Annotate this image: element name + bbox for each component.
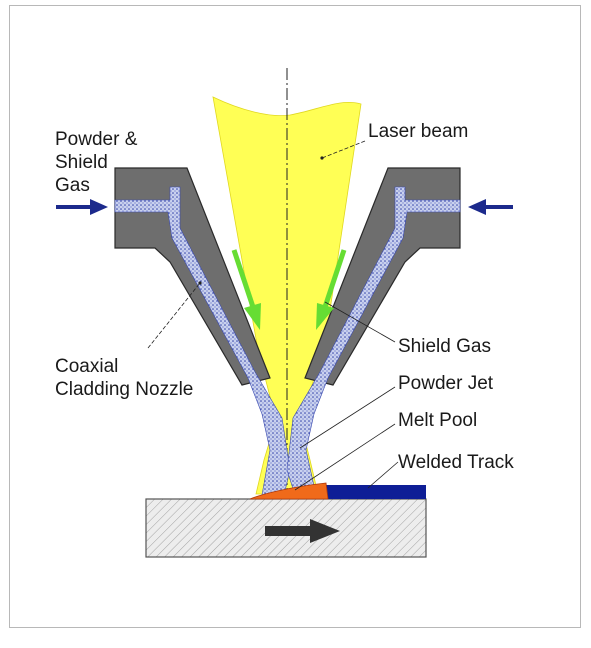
label-coaxial-nozzle: Coaxial Cladding Nozzle	[55, 356, 193, 400]
leader-nozzle	[147, 282, 201, 349]
label-shield-gas: Shield Gas	[398, 336, 491, 357]
leader-powder-jet	[299, 386, 396, 449]
arrow-left-icon	[468, 199, 513, 215]
label-laser-beam: Laser beam	[368, 121, 468, 142]
leader-dot	[198, 281, 202, 285]
label-melt-pool: Melt Pool	[398, 410, 477, 431]
arrow-down-icon	[316, 249, 347, 330]
leader-shield-gas	[324, 301, 396, 343]
welded-track	[325, 485, 426, 499]
arrow-right-icon	[56, 199, 108, 215]
label-powder-shield-gas: Powder & Shield Gas	[55, 129, 143, 196]
leader-laser-beam	[321, 140, 366, 159]
label-powder-jet: Powder Jet	[398, 373, 494, 394]
leader-melt-pool	[294, 423, 396, 491]
leader-dot	[320, 156, 324, 160]
leader-welded-track	[367, 461, 399, 489]
arrow-down-icon	[231, 249, 261, 330]
label-welded-track: Welded Track	[398, 452, 514, 473]
arrow-right-icon	[265, 519, 340, 543]
melt-pool	[249, 482, 329, 500]
